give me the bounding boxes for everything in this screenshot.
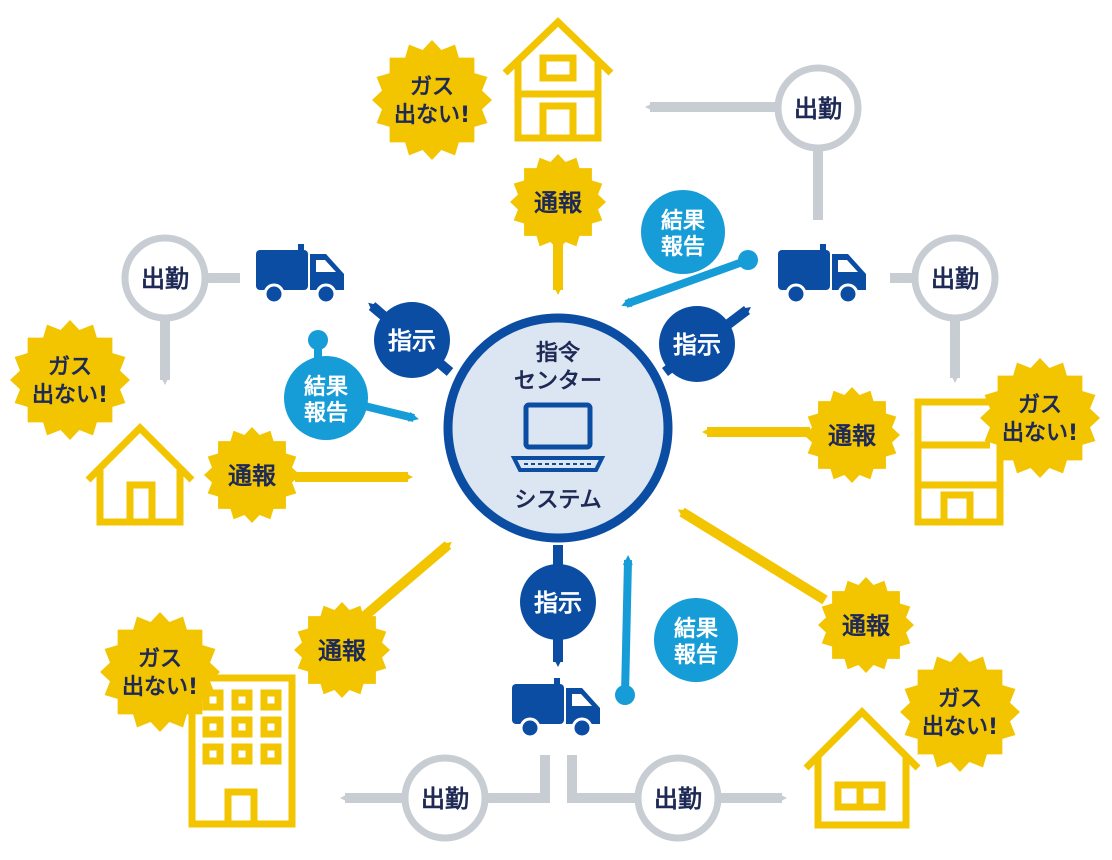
svg-text:出ない!: 出ない!	[922, 715, 998, 740]
svg-text:ガス: ガス	[410, 75, 454, 100]
center-title-2: センター	[514, 369, 602, 394]
svg-text:指示: 指示	[534, 589, 582, 617]
result-badge-bottom: 結果 報告	[654, 598, 738, 682]
svg-text:報告: 報告	[674, 642, 718, 668]
dispatch-badge-top-right: 出勤	[774, 64, 862, 152]
truck-icon-bottom	[510, 676, 602, 739]
svg-text:出勤: 出勤	[931, 265, 979, 293]
gas-badge-right: ガス 出ない!	[980, 358, 1100, 478]
result-badge-top-right: 結果 報告	[641, 190, 725, 274]
svg-text:出勤: 出勤	[421, 785, 469, 813]
svg-text:指示: 指示	[673, 331, 721, 359]
svg-text:ガス: ガス	[138, 647, 182, 672]
report-badge-bottom-right: 通報	[818, 577, 914, 673]
instruct-badge-bottom: 指示	[520, 564, 596, 640]
svg-text:出ない!: 出ない!	[394, 103, 470, 128]
svg-text:出ない!: 出ない!	[122, 675, 198, 700]
svg-text:結果: 結果	[674, 616, 718, 642]
command-center: 指令 センター システム	[443, 313, 673, 543]
truck-icon-right	[776, 242, 868, 305]
dispatch-badge-right: 出勤	[911, 234, 999, 322]
svg-text:報告: 報告	[661, 234, 705, 260]
building-icon-right	[914, 398, 1004, 526]
laptop-icon	[510, 402, 606, 472]
report-badge-bottom-left: 通報	[294, 602, 390, 698]
svg-text:通報: 通報	[842, 612, 891, 640]
result-dot-top-right	[738, 250, 758, 270]
svg-text:出ない!: 出ない!	[1002, 421, 1078, 446]
svg-text:出勤: 出勤	[141, 265, 189, 293]
report-arrow-bottom-right	[677, 507, 828, 605]
result-dot-bottom	[615, 685, 635, 705]
center-title-1: 指令	[536, 340, 581, 366]
svg-text:報告: 報告	[304, 400, 348, 426]
instruct-badge-left: 指示	[374, 302, 450, 378]
svg-text:ガス: ガス	[48, 355, 92, 380]
svg-text:ガス: ガス	[1018, 393, 1062, 418]
result-arrow-bottom	[621, 555, 633, 696]
gas-badge-left: ガス 出ない!	[10, 320, 130, 440]
svg-text:通報: 通報	[318, 637, 367, 665]
svg-text:通報: 通報	[534, 189, 583, 217]
svg-text:出ない!: 出ない!	[32, 383, 108, 408]
svg-text:通報: 通報	[828, 422, 877, 450]
dispatch-badge-bottom-right: 出勤	[634, 754, 722, 842]
svg-text:ガス: ガス	[938, 687, 982, 712]
office-building-icon	[188, 674, 296, 828]
center-title-3: システム	[514, 488, 601, 513]
house-icon-top	[502, 17, 614, 142]
svg-text:出勤: 出勤	[654, 785, 702, 813]
truck-icon-left	[254, 242, 346, 305]
gas-badge-bottom-right: ガス 出ない!	[900, 652, 1020, 772]
house-icon-bottom-right	[803, 707, 921, 829]
report-arrow-bottom-left	[356, 541, 452, 624]
result-arrow-top-right	[621, 256, 750, 308]
report-badge-right: 通報	[804, 387, 900, 483]
svg-text:結果: 結果	[304, 374, 348, 400]
result-badge-left: 結果 報告	[284, 356, 368, 440]
svg-text:指示: 指示	[388, 327, 436, 355]
house-icon-left	[85, 423, 195, 526]
svg-text:出勤: 出勤	[794, 95, 842, 123]
result-dot-left	[308, 330, 328, 350]
report-badge-top: 通報	[510, 154, 606, 250]
svg-text:結果: 結果	[661, 208, 705, 234]
dispatch-badge-left: 出勤	[121, 234, 209, 322]
report-badge-left: 通報	[204, 427, 300, 523]
center-circle	[443, 313, 673, 543]
svg-text:通報: 通報	[228, 462, 277, 490]
dispatch-badge-bottom-left: 出勤	[401, 754, 489, 842]
gas-badge-bottom-left: ガス 出ない!	[100, 612, 220, 732]
instruct-badge-right: 指示	[659, 306, 735, 382]
gas-badge-top: ガス 出ない!	[372, 40, 492, 160]
